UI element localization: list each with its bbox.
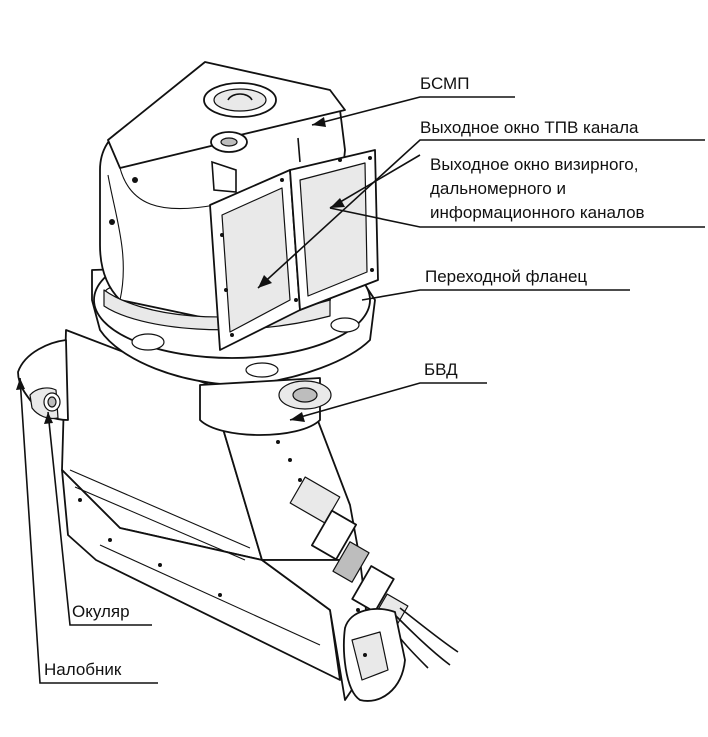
labels: БСМП Выходное окно ТПВ канала Выходное о… — [44, 74, 645, 679]
label-tpv-window: Выходное окно ТПВ канала — [420, 118, 639, 137]
label-bvd: БВД — [424, 360, 458, 379]
label-flange: Переходной фланец — [425, 267, 587, 286]
label-sight-window-line3: информационного каналов — [430, 203, 645, 222]
output-windows — [209, 149, 379, 351]
label-brow-pad: Налобник — [44, 660, 122, 679]
eyepiece-assembly — [17, 339, 69, 421]
connectors — [289, 476, 459, 702]
label-sight-window-line1: Выходное окно визирного, — [430, 155, 638, 174]
label-sight-window-line2: дальномерного и — [430, 179, 566, 198]
label-bsmp: БСМП — [420, 74, 469, 93]
leader-lines — [16, 96, 705, 684]
label-eyepiece: Окуляр — [72, 602, 130, 621]
